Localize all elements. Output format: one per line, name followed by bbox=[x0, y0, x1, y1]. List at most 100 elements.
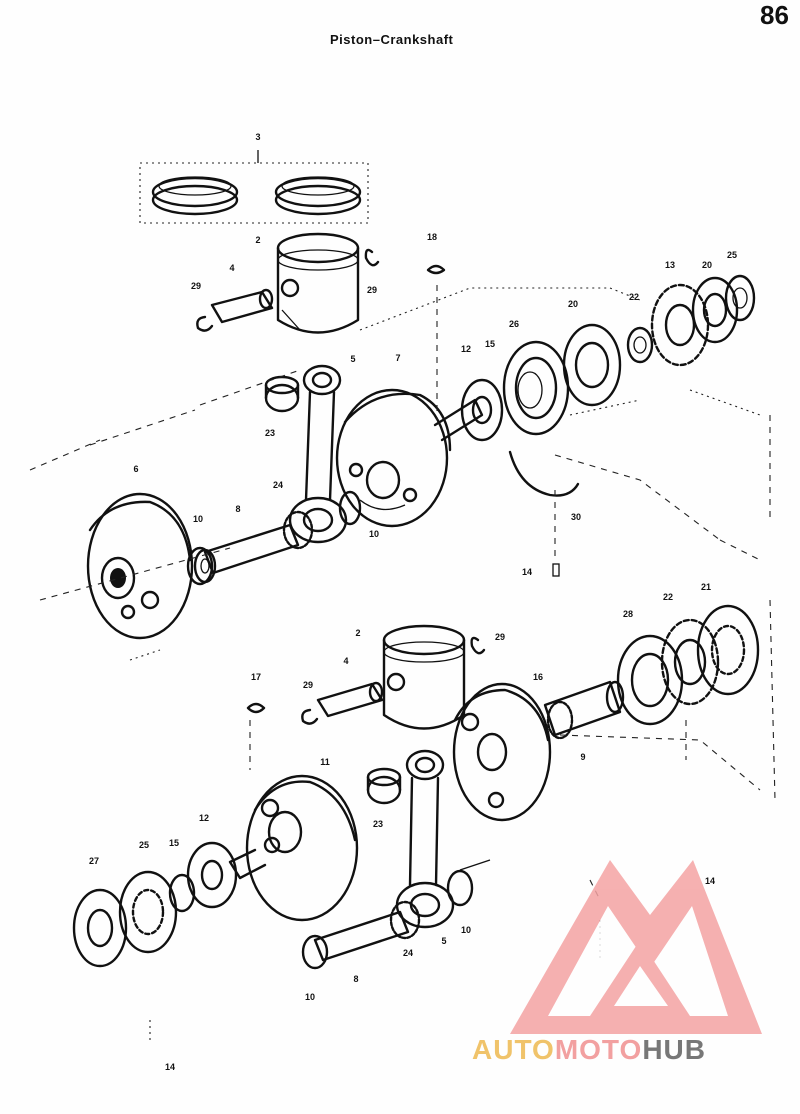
callout-u-3: 3 bbox=[255, 132, 260, 142]
callout-u-30: 30 bbox=[571, 512, 581, 522]
circlip-lower-left-icon bbox=[301, 708, 319, 725]
callout-u-5: 5 bbox=[350, 354, 355, 364]
oil-seal-26-upper bbox=[562, 323, 622, 407]
callout-u-15: 15 bbox=[485, 339, 495, 349]
watermark-part-hub: HUB bbox=[642, 1034, 706, 1065]
oil-seal-disc-lower bbox=[186, 841, 238, 909]
piston-lower bbox=[382, 624, 466, 730]
piston-pin-lower bbox=[316, 681, 384, 718]
connecting-rod-lower bbox=[395, 749, 455, 929]
callout-l-23: 23 bbox=[373, 819, 383, 829]
watermark-text: AUTOMOTOHUB bbox=[472, 1034, 706, 1066]
bearing-20b-upper bbox=[691, 276, 739, 344]
callout-l-29b: 29 bbox=[303, 680, 313, 690]
callout-l-4: 4 bbox=[343, 656, 348, 666]
callout-u-18: 18 bbox=[427, 232, 437, 242]
lower-assembly bbox=[72, 599, 776, 1040]
crank-web-left-lower bbox=[245, 774, 359, 922]
gear-13-upper bbox=[650, 283, 710, 367]
callout-l-15: 15 bbox=[169, 838, 179, 848]
crank-web-right-lower bbox=[452, 682, 552, 822]
piston-upper bbox=[276, 232, 360, 334]
callout-l-10b: 10 bbox=[305, 992, 315, 1002]
crank-pin-lower bbox=[301, 900, 421, 970]
piston-rings bbox=[139, 150, 369, 224]
callout-u-7: 7 bbox=[395, 353, 400, 363]
watermark-part-auto: AUTO bbox=[472, 1034, 555, 1065]
callout-u-14: 14 bbox=[522, 567, 532, 577]
callout-u-2: 2 bbox=[255, 235, 260, 245]
callout-l-11: 11 bbox=[320, 757, 330, 767]
callout-l-22: 22 bbox=[663, 592, 673, 602]
thrust-washer-10a bbox=[186, 546, 214, 586]
oil-seal-disc-upper bbox=[460, 378, 504, 442]
callout-u-24: 24 bbox=[273, 480, 283, 490]
callout-u-13: 13 bbox=[665, 260, 675, 270]
key-17-icon bbox=[246, 702, 266, 714]
page-title: Piston–Crankshaft bbox=[330, 32, 454, 47]
spacer-15-lower bbox=[168, 873, 196, 913]
upper-assembly bbox=[29, 150, 771, 661]
callout-l-21: 21 bbox=[701, 582, 711, 592]
circlip-lower-right-icon bbox=[470, 636, 486, 655]
needle-bearing-lower bbox=[366, 767, 402, 805]
callout-l-28: 28 bbox=[623, 609, 633, 619]
circlip-left-icon bbox=[196, 315, 214, 332]
circlip-30-upper bbox=[508, 450, 580, 497]
watermark-part-moto: MOTO bbox=[554, 1034, 643, 1065]
callout-l-5: 5 bbox=[441, 936, 446, 946]
needle-bearing-upper bbox=[264, 375, 300, 413]
bearing-20-upper bbox=[502, 340, 570, 436]
callout-l-24: 24 bbox=[403, 948, 413, 958]
dowel-pin-upper bbox=[552, 563, 560, 577]
callout-l-12: 12 bbox=[199, 813, 209, 823]
thrust-washer-lower bbox=[446, 869, 474, 907]
callout-u-29a: 29 bbox=[191, 281, 201, 291]
key-icon bbox=[426, 264, 446, 275]
callout-u-8: 8 bbox=[235, 504, 240, 514]
shaft-right-upper bbox=[433, 398, 484, 442]
callout-u-25: 25 bbox=[727, 250, 737, 260]
callout-l-9: 9 bbox=[580, 752, 585, 762]
callout-u-10b: 10 bbox=[369, 529, 379, 539]
bearing-21-lower bbox=[696, 604, 760, 696]
callout-u-10a: 10 bbox=[193, 514, 203, 524]
watermark-logo-icon bbox=[510, 860, 762, 1034]
bearing-28-lower bbox=[616, 634, 684, 726]
callout-l-2: 2 bbox=[355, 628, 360, 638]
oil-seal-27-lower bbox=[72, 888, 128, 968]
callout-u-4: 4 bbox=[229, 263, 234, 273]
callout-u-23: 23 bbox=[265, 428, 275, 438]
callout-l-16: 16 bbox=[533, 672, 543, 682]
thrust-washer-10b bbox=[338, 490, 362, 526]
callout-u-26: 26 bbox=[509, 319, 519, 329]
crankshaft-9-lower bbox=[543, 680, 625, 740]
callout-l-14a: 14 bbox=[705, 876, 715, 886]
callout-l-14b: 14 bbox=[165, 1062, 175, 1072]
callout-l-8: 8 bbox=[353, 974, 358, 984]
piston-pin-upper bbox=[210, 288, 274, 324]
page-number: 86 bbox=[760, 0, 789, 30]
bearing-22-lower bbox=[660, 618, 720, 706]
callout-l-29a: 29 bbox=[495, 632, 505, 642]
connecting-rod-upper bbox=[288, 364, 348, 544]
callout-u-22: 22 bbox=[629, 292, 639, 302]
callout-l-10a: 10 bbox=[461, 925, 471, 935]
callout-u-6: 6 bbox=[133, 464, 138, 474]
crank-web-right-upper bbox=[335, 388, 452, 528]
crank-web-left-upper bbox=[86, 492, 194, 640]
bearing-25-lower bbox=[118, 870, 178, 954]
spacer-22-upper bbox=[626, 326, 654, 364]
circlip-right-icon bbox=[364, 248, 380, 267]
callout-u-20b: 20 bbox=[568, 299, 578, 309]
callout-l-17: 17 bbox=[251, 672, 261, 682]
callout-l-25: 25 bbox=[139, 840, 149, 850]
big-end-bearing-upper bbox=[282, 510, 314, 550]
callout-u-12: 12 bbox=[461, 344, 471, 354]
bearing-25-upper bbox=[724, 274, 756, 322]
callout-l-27: 27 bbox=[89, 856, 99, 866]
callout-u-29b: 29 bbox=[367, 285, 377, 295]
